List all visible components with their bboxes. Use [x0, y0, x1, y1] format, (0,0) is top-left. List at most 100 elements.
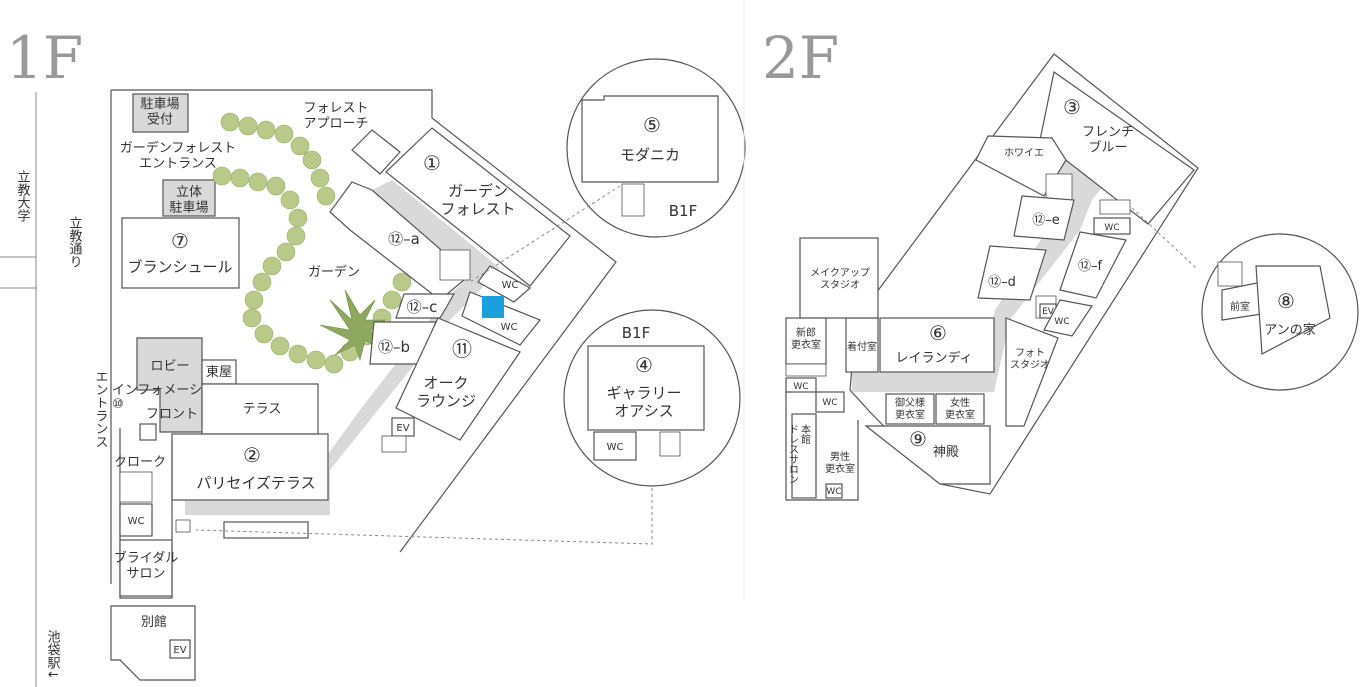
f1-wc-upper: [477, 265, 532, 303]
svg-text:立体駐車場: 立体駐車場: [169, 185, 208, 216]
room-12c: [395, 293, 456, 319]
room-6-leylandii: [879, 317, 995, 373]
f1-lobby: [136, 337, 203, 433]
svg-text:東屋: 東屋: [206, 364, 232, 380]
entrance-side-label: エントランス: [93, 370, 108, 448]
svg-text:WC: WC: [1054, 317, 1069, 327]
svg-text:別館: 別館: [141, 615, 167, 630]
svg-text:ブライダルサロン: ブライダルサロン: [114, 550, 178, 582]
photo-studio: [1005, 317, 1059, 427]
svg-text:WC: WC: [1104, 223, 1119, 233]
f1-stairs-upper: [439, 249, 471, 281]
information-label: インフォメーション: [112, 383, 228, 398]
svg-text:ロビー: ロビー: [150, 359, 189, 374]
father-dressing: [885, 393, 935, 425]
svg-text:新郎更衣室: 新郎更衣室: [791, 326, 821, 351]
accessible-toilet-icon: [482, 296, 504, 318]
svg-text:WC: WC: [822, 398, 837, 408]
inset-gallery-oasis: [563, 309, 741, 487]
f1-wc-lower: [119, 503, 153, 537]
svg-text:フォトスタジオ: フォトスタジオ: [1010, 348, 1050, 371]
room-3-french-blue: [1039, 70, 1195, 225]
inset-anne-house: [1201, 233, 1359, 391]
female-dressing: [935, 393, 985, 425]
floor-2f-title: 2F: [762, 24, 839, 92]
svg-text:⑦: ⑦: [171, 229, 189, 253]
svg-text:メイクアップスタジオ: メイクアップスタジオ: [810, 267, 870, 291]
inset-modanica-floor: B1F: [669, 202, 697, 220]
groom-dressing: [785, 317, 827, 365]
room-12d: [977, 245, 1047, 301]
svg-text:WC: WC: [501, 322, 518, 333]
main-dress-salon: [791, 413, 817, 499]
svg-text:パリセイズテラス: パリセイズテラス: [196, 474, 315, 492]
room-10: ⑩: [112, 397, 124, 412]
svg-text:⑫–d: ⑫–d: [988, 275, 1016, 290]
room-1-garden-forest: [385, 127, 571, 287]
bridal-salon: [119, 539, 173, 597]
svg-text:着付室: 着付室: [847, 340, 877, 353]
svg-text:アンの家: アンの家: [1264, 322, 1315, 338]
svg-text:⑫–c: ⑫–c: [407, 298, 438, 316]
svg-text:⑫–b: ⑫–b: [378, 338, 410, 356]
annex: [110, 605, 196, 681]
f1-corridor: [185, 180, 500, 515]
svg-text:WC: WC: [128, 516, 145, 527]
site-outline: [111, 89, 617, 553]
f1-stairs-cloak: [119, 471, 153, 503]
forest-approach-label: フォレストアプローチ: [303, 101, 368, 132]
room-12f: [1059, 231, 1127, 299]
floor-1f-title: 1F: [6, 24, 83, 92]
room-8-anne-house: [1255, 265, 1331, 355]
svg-text:WC: WC: [502, 280, 519, 291]
room-12e: [1013, 195, 1075, 241]
svg-text:⑤: ⑤: [643, 113, 661, 137]
svg-text:⑨: ⑨: [909, 427, 927, 451]
room-9-shrine: [864, 425, 991, 485]
svg-text:駐車場受付: 駐車場受付: [140, 97, 179, 128]
svg-text:御父様更衣室: 御父様更衣室: [895, 396, 925, 421]
forest-approach-box: [351, 129, 401, 175]
inset-modanica: [566, 58, 746, 238]
dressing-room: [845, 317, 879, 373]
svg-text:本館ドレスサロン: 本館ドレスサロン: [787, 423, 811, 484]
garden-forest-entrance: ガーデンフォレストエントランス: [120, 140, 237, 172]
svg-text:⑪: ⑪: [452, 337, 472, 361]
svg-text:レイランディ: レイランディ: [895, 350, 972, 366]
svg-text:WC: WC: [793, 382, 808, 392]
svg-text:ブランシュール: ブランシュール: [127, 258, 232, 276]
street-rikkyo-dori: 立教通り: [67, 216, 83, 268]
azumaya: [201, 359, 237, 385]
room-7-blanchur: [121, 217, 240, 289]
room-11-oak-lounge: [395, 317, 521, 441]
svg-text:オークラウンジ: オークラウンジ: [416, 374, 476, 410]
street-ikebukuro-station: 池袋駅↓: [45, 630, 61, 680]
link-gallery: [195, 488, 653, 545]
f1-terrace: [201, 383, 319, 435]
svg-text:EV: EV: [173, 645, 186, 656]
floor-2f-label: 2F: [762, 24, 839, 92]
garden-trees: [212, 112, 412, 374]
svg-text:フレンチブルー: フレンチブルー: [1082, 125, 1134, 156]
cloak-label: クローク: [114, 455, 166, 470]
svg-text:⑫–e: ⑫–e: [1032, 213, 1060, 228]
svg-text:ガーデンフォレスト: ガーデンフォレスト: [440, 182, 515, 218]
svg-text:①: ①: [423, 151, 441, 175]
svg-text:③: ③: [1063, 95, 1081, 119]
svg-text:EV: EV: [1042, 307, 1055, 317]
svg-text:テラス: テラス: [243, 402, 282, 417]
svg-text:⑫–f: ⑫–f: [1078, 259, 1103, 274]
svg-text:⑫–a: ⑫–a: [388, 230, 420, 248]
svg-text:前室: 前室: [1230, 300, 1250, 313]
svg-text:B1F: B1F: [622, 324, 650, 342]
f1-wc-accessible: [461, 291, 541, 346]
svg-text:WC: WC: [826, 487, 841, 497]
room-2-palisades-terrace: [171, 433, 329, 501]
makeup-studio: [799, 237, 879, 319]
garden-label: ガーデン: [308, 264, 360, 280]
svg-text:女性更衣室: 女性更衣室: [945, 396, 975, 421]
svg-text:⑥: ⑥: [929, 321, 947, 345]
parking-reception: [132, 93, 189, 133]
svg-text:②: ②: [243, 443, 261, 467]
svg-text:④: ④: [635, 353, 653, 377]
